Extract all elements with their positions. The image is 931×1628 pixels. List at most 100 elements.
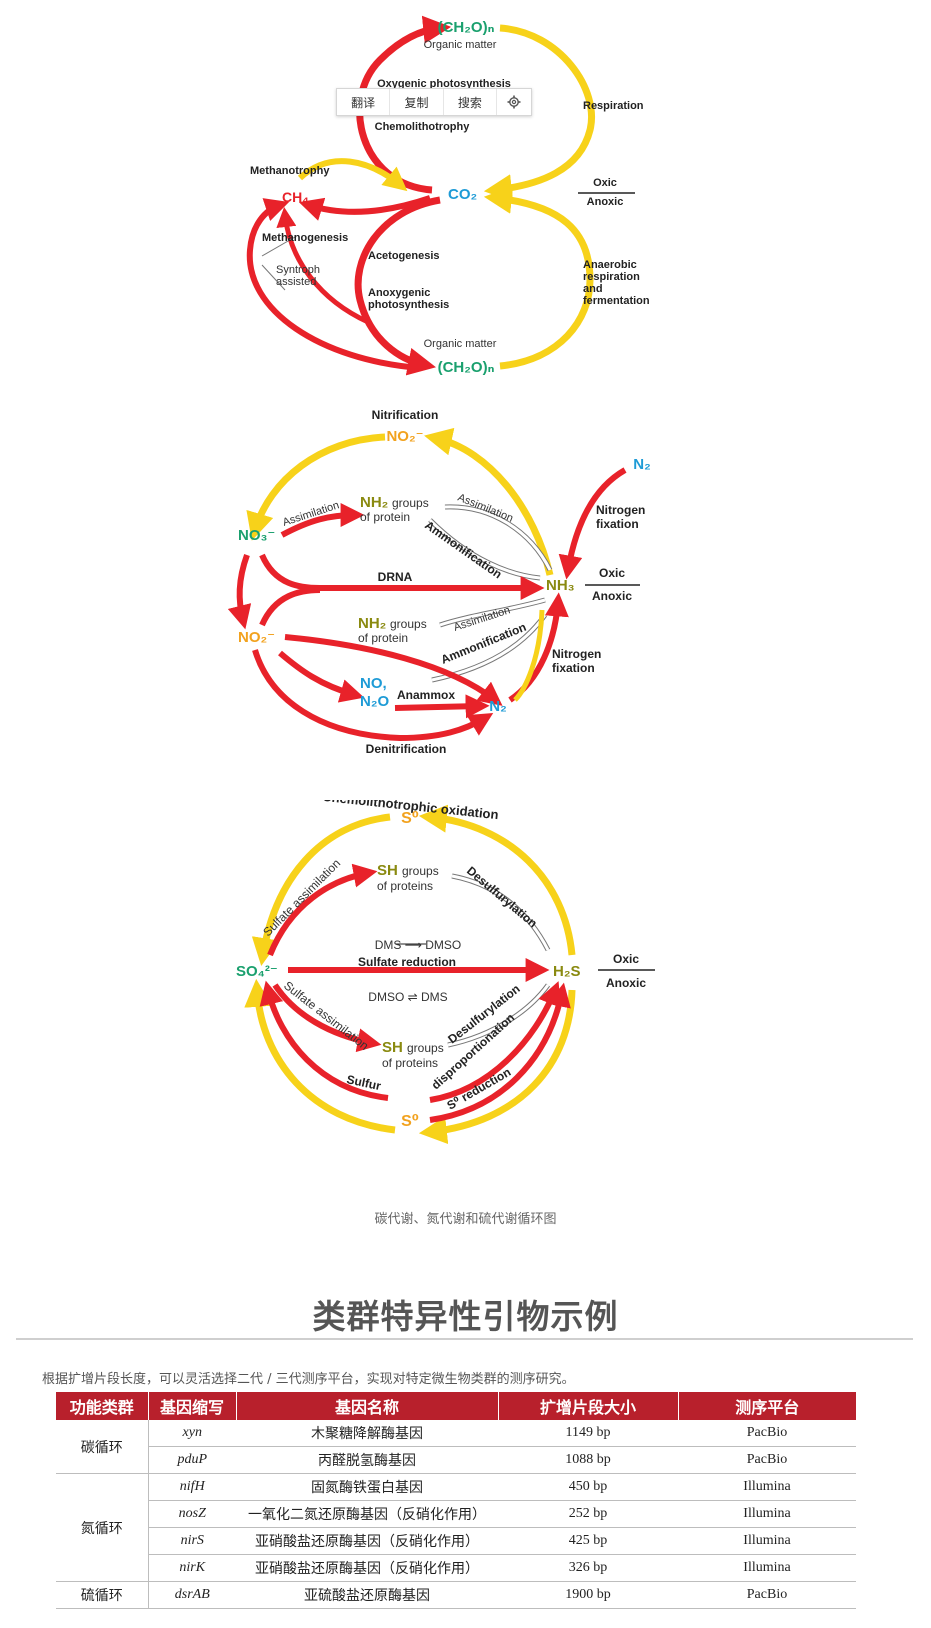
yellow-arc-upper-right — [483, 24, 595, 203]
h2s-label: H₂S — [553, 963, 581, 980]
section-divider — [16, 1338, 913, 1340]
respiration-label: Respiration — [583, 100, 644, 112]
size-cell: 1900 bp — [498, 1581, 678, 1609]
disproportionation-arrow — [429, 981, 561, 1103]
table-row: 硫循环 dsrAB 亚硫酸盐还原酶基因 1900 bp PacBio — [56, 1581, 856, 1609]
oxic-label-s: Oxic — [613, 952, 639, 966]
of-proteins-label-1: of proteins — [377, 879, 433, 893]
sh-label-1: SH — [377, 862, 398, 879]
platform-cell: PacBio — [678, 1420, 856, 1447]
gene-name-cell: 亚硫酸盐还原酶基因 — [236, 1581, 498, 1609]
anaerobic-label-4: fermentation — [583, 295, 650, 307]
methanogenesis-arrow — [298, 195, 431, 221]
anoxygenic-label-1: Anoxygenic — [368, 287, 430, 299]
nh2-label-1: NH₂ — [360, 494, 388, 511]
top-organic-label: Organic matter — [424, 39, 497, 51]
anammox-label: Anammox — [397, 688, 455, 702]
nitrogen-fixation-label-1: Nitrogen — [596, 503, 645, 517]
no-to-n2-arrow — [394, 694, 490, 719]
anoxic-label: Anoxic — [587, 196, 624, 208]
organic-to-ch4-arrow — [246, 198, 421, 371]
no-label: NO, — [360, 675, 387, 692]
platform-cell: Illumina — [678, 1500, 856, 1528]
gene-name-cell: 亚硝酸盐还原酶基因（反硝化作用） — [236, 1554, 498, 1582]
nh3-label: NH₃ — [546, 577, 575, 594]
dmso-dms-label: DMSO ⇌ DMS — [368, 990, 447, 1004]
syntroph-arrow — [276, 207, 370, 325]
sulfur-arrow — [259, 980, 389, 1101]
copy-button[interactable]: 复制 — [390, 89, 444, 115]
search-button[interactable]: 搜索 — [444, 89, 497, 115]
anoxic-label-n: Anoxic — [592, 589, 632, 603]
dms-dmso-label: DMS ⟶ DMSO — [375, 938, 462, 952]
table-row: 氮循环 nifH 固氮酶铁蛋白基因 450 bp Illumina — [56, 1473, 856, 1582]
nitrogen-fixation-label-2: fixation — [596, 517, 639, 531]
nitrification-label: Nitrification — [372, 410, 439, 422]
no2-to-n2-arrow — [284, 634, 503, 706]
so4-label: SO₄²⁻ — [236, 963, 278, 980]
gear-icon[interactable] — [497, 89, 531, 115]
table-row: pduP 丙醛脱氢酶基因 1088 bp PacBio — [56, 1446, 856, 1474]
group-cell-nitrogen: 氮循环 — [56, 1473, 149, 1582]
groups-label-s1: groups — [402, 864, 439, 878]
nitrogen-fixation-top-arrow — [558, 467, 627, 580]
no3-label: NO₃⁻ — [238, 527, 275, 544]
oxic-label: Oxic — [593, 177, 617, 189]
abbr-cell: xyn — [148, 1420, 236, 1447]
size-cell: 1149 bp — [498, 1420, 678, 1447]
table-row: nirS 亚硝酸盐还原酶基因（反硝化作用） 425 bp Illumina — [56, 1527, 856, 1555]
s-yellow-bottom-left — [244, 978, 396, 1134]
denitrification-label: Denitrification — [366, 742, 447, 756]
desulfurylation-label-1: Desulfurylation — [464, 864, 540, 931]
oxic-label-n: Oxic — [599, 566, 625, 580]
sulfate-reduction-label: Sulfate reduction — [358, 955, 456, 969]
translate-button[interactable]: 翻译 — [337, 89, 391, 115]
platform-cell: PacBio — [678, 1446, 856, 1474]
nh2-label-2: NH₂ — [358, 615, 386, 632]
s0-reduction-arrow — [429, 982, 571, 1123]
methanotrophy-arrow — [297, 158, 408, 192]
acetogenesis-label: Acetogenesis — [368, 250, 440, 262]
abbr-cell: nirK — [148, 1554, 236, 1582]
of-protein-label-1: of protein — [360, 510, 410, 524]
group-cell-carbon: 碳循环 — [56, 1420, 149, 1474]
methanogenesis-label: Methanogenesis — [262, 232, 348, 244]
nitrification-left-arrow — [246, 433, 386, 541]
nitrogen-cycle-diagram: Nitrification NO₂⁻ N₂ Nitrogen fixation … — [227, 410, 651, 756]
no2-to-no-arrow — [278, 650, 365, 703]
sulfate-assim-upper-arrow — [267, 863, 378, 957]
bottom-ch2o-label: (CH₂O)ₙ — [438, 359, 495, 376]
n2o-label: N₂O — [360, 693, 389, 710]
s-yellow-top-right — [418, 804, 576, 956]
of-proteins-label-2: of proteins — [382, 1056, 438, 1070]
nitrogen-fixation-label-4: fixation — [552, 661, 595, 675]
nitrogen-fixation-lower-arrow — [508, 592, 569, 703]
figure-caption: 碳代谢、氮代谢和硫代谢循环图 — [374, 1212, 557, 1227]
ammonification-label-1: Ammonification — [422, 518, 504, 581]
s-yellow-bottom-right — [418, 989, 576, 1145]
table-row: 碳循环 xyn 木聚糖降解酶基因 1149 bp PacBio — [56, 1420, 856, 1474]
platform-cell: Illumina — [678, 1527, 856, 1555]
syntroph-label-1: Syntroph — [276, 264, 320, 276]
sh-label-2: SH — [382, 1039, 403, 1056]
gene-name-cell: 木聚糖降解酶基因 — [236, 1420, 498, 1447]
platform-cell: Illumina — [678, 1473, 856, 1501]
anaerobic-label-2: respiration — [583, 271, 640, 283]
n2-right-label: N₂ — [633, 456, 651, 473]
methanotrophy-label: Methanotrophy — [250, 165, 330, 177]
drna-lower-branch — [259, 587, 321, 627]
abbr-cell: nifH — [148, 1473, 236, 1501]
groups-label-2: groups — [390, 617, 427, 631]
co2-label: CO₂ — [448, 186, 477, 203]
drna-label: DRNA — [378, 570, 413, 584]
abbr-cell: nosZ — [148, 1500, 236, 1528]
denitrification-arrow — [252, 649, 494, 742]
abbr-cell: nirS — [148, 1527, 236, 1555]
of-protein-label-2: of protein — [358, 631, 408, 645]
size-cell: 450 bp — [498, 1473, 678, 1501]
top-ch2o-label: (CH₂O)ₙ — [438, 19, 495, 36]
abbr-cell: dsrAB — [148, 1581, 236, 1609]
n2-yellow-arrow — [513, 609, 545, 702]
groups-label-s2: groups — [407, 1041, 444, 1055]
bottom-organic-label: Organic matter — [424, 338, 497, 350]
